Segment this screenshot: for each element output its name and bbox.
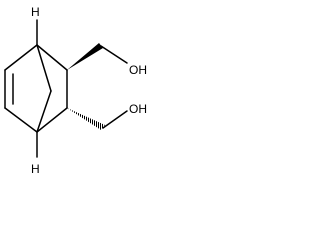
upper-wedge-bond xyxy=(67,43,103,70)
ring-bond-top-right xyxy=(36,44,68,71)
lower-hydroxyl-label: OH xyxy=(129,102,147,116)
bridge-bond-upper xyxy=(36,44,52,92)
ring-bond-top-left xyxy=(4,44,38,71)
bottom-bridgehead-hydrogen-label: H xyxy=(31,162,40,176)
lower-c-o-bond xyxy=(102,110,128,129)
ring-bond-bottom-left xyxy=(4,107,38,133)
bridge-bond-lower xyxy=(36,90,52,133)
top-bridgehead-hydrogen-label: H xyxy=(31,5,40,19)
norbornene-dimethanol-structure: H H OH OH xyxy=(4,5,147,176)
lower-hashed-bond xyxy=(67,108,105,130)
upper-c-o-bond xyxy=(100,45,128,64)
upper-hydroxyl-label: OH xyxy=(129,63,147,77)
ring-bond-bottom-right xyxy=(36,107,68,133)
